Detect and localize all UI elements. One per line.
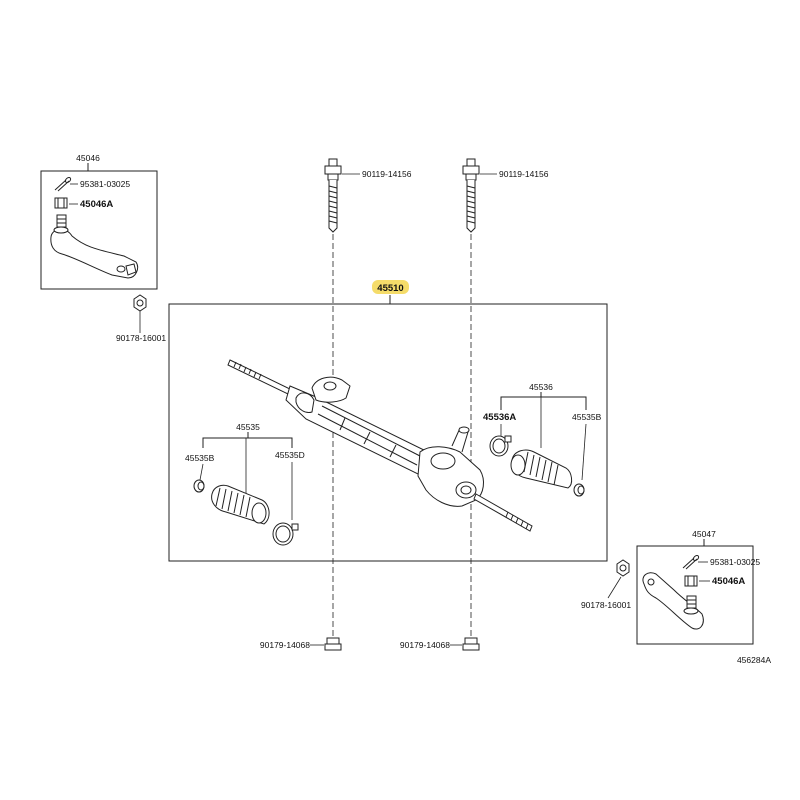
label-95381-left[interactable]: 95381-03025 bbox=[80, 179, 130, 189]
label-90179-left[interactable]: 90179-14068 bbox=[260, 640, 310, 650]
tie-rod-end-right-box bbox=[636, 545, 754, 645]
label-90178-left[interactable]: 90178-16001 bbox=[116, 333, 166, 343]
boot-clamp-small-right-icon[interactable] bbox=[573, 483, 585, 497]
tie-rod-end-right-group: 45047 95381-03025 45046A bbox=[636, 529, 760, 645]
castle-nut-left-icon[interactable] bbox=[54, 197, 68, 209]
boot-clamp-large-right-icon[interactable] bbox=[489, 435, 512, 457]
boot-clamp-small-left-icon[interactable] bbox=[193, 479, 205, 493]
label-45535b-left[interactable]: 45535B bbox=[185, 453, 215, 463]
label-45535[interactable]: 45535 bbox=[236, 422, 260, 432]
label-45046[interactable]: 45046 bbox=[76, 153, 100, 163]
label-45046a-right[interactable]: 45046A bbox=[712, 576, 745, 587]
rack-boot-right-icon[interactable] bbox=[510, 449, 573, 489]
bolt-90119-right-icon[interactable] bbox=[462, 158, 480, 233]
label-45535b-right[interactable]: 45535B bbox=[572, 412, 602, 422]
label-45536[interactable]: 45536 bbox=[529, 382, 553, 392]
label-90119-right[interactable]: 90119-14156 bbox=[499, 169, 549, 179]
nut-90179-left-icon[interactable] bbox=[324, 637, 342, 651]
diagram-reference-code: 456284A bbox=[737, 655, 771, 665]
label-45510-highlight bbox=[372, 280, 409, 294]
steering-rack-assembly-box bbox=[168, 303, 608, 562]
castle-nut-right-icon[interactable] bbox=[684, 575, 698, 587]
label-90178-right[interactable]: 90178-16001 bbox=[581, 600, 631, 610]
label-95381-right[interactable]: 95381-03025 bbox=[710, 557, 760, 567]
label-45046a-left[interactable]: 45046A bbox=[80, 199, 113, 210]
label-45536a[interactable]: 45536A bbox=[483, 412, 516, 423]
steering-rack-icon[interactable] bbox=[227, 359, 533, 532]
nut-90178-left-icon[interactable] bbox=[133, 294, 147, 312]
tie-rod-end-left-group: 45046 95381-03025 45046A bbox=[40, 153, 158, 290]
label-45510[interactable]: 45510 bbox=[377, 283, 403, 294]
cotter-pin-left-icon[interactable] bbox=[54, 177, 72, 192]
bolt-90119-left-icon[interactable] bbox=[324, 158, 342, 233]
rack-boot-left-icon[interactable] bbox=[211, 484, 270, 525]
tie-rod-end-left-icon[interactable] bbox=[50, 214, 139, 279]
boot-clamp-large-left-icon[interactable] bbox=[272, 522, 299, 546]
label-45047[interactable]: 45047 bbox=[692, 529, 716, 539]
nut-90179-right-icon[interactable] bbox=[462, 637, 480, 651]
label-90179-right[interactable]: 90179-14068 bbox=[400, 640, 450, 650]
label-90119-left[interactable]: 90119-14156 bbox=[362, 169, 412, 179]
cotter-pin-right-icon[interactable] bbox=[682, 555, 700, 570]
tie-rod-end-right-icon[interactable] bbox=[642, 572, 704, 630]
tie-rod-end-left-box bbox=[40, 170, 158, 290]
label-45535d[interactable]: 45535D bbox=[275, 450, 305, 460]
nut-90178-right-icon[interactable] bbox=[616, 559, 630, 577]
